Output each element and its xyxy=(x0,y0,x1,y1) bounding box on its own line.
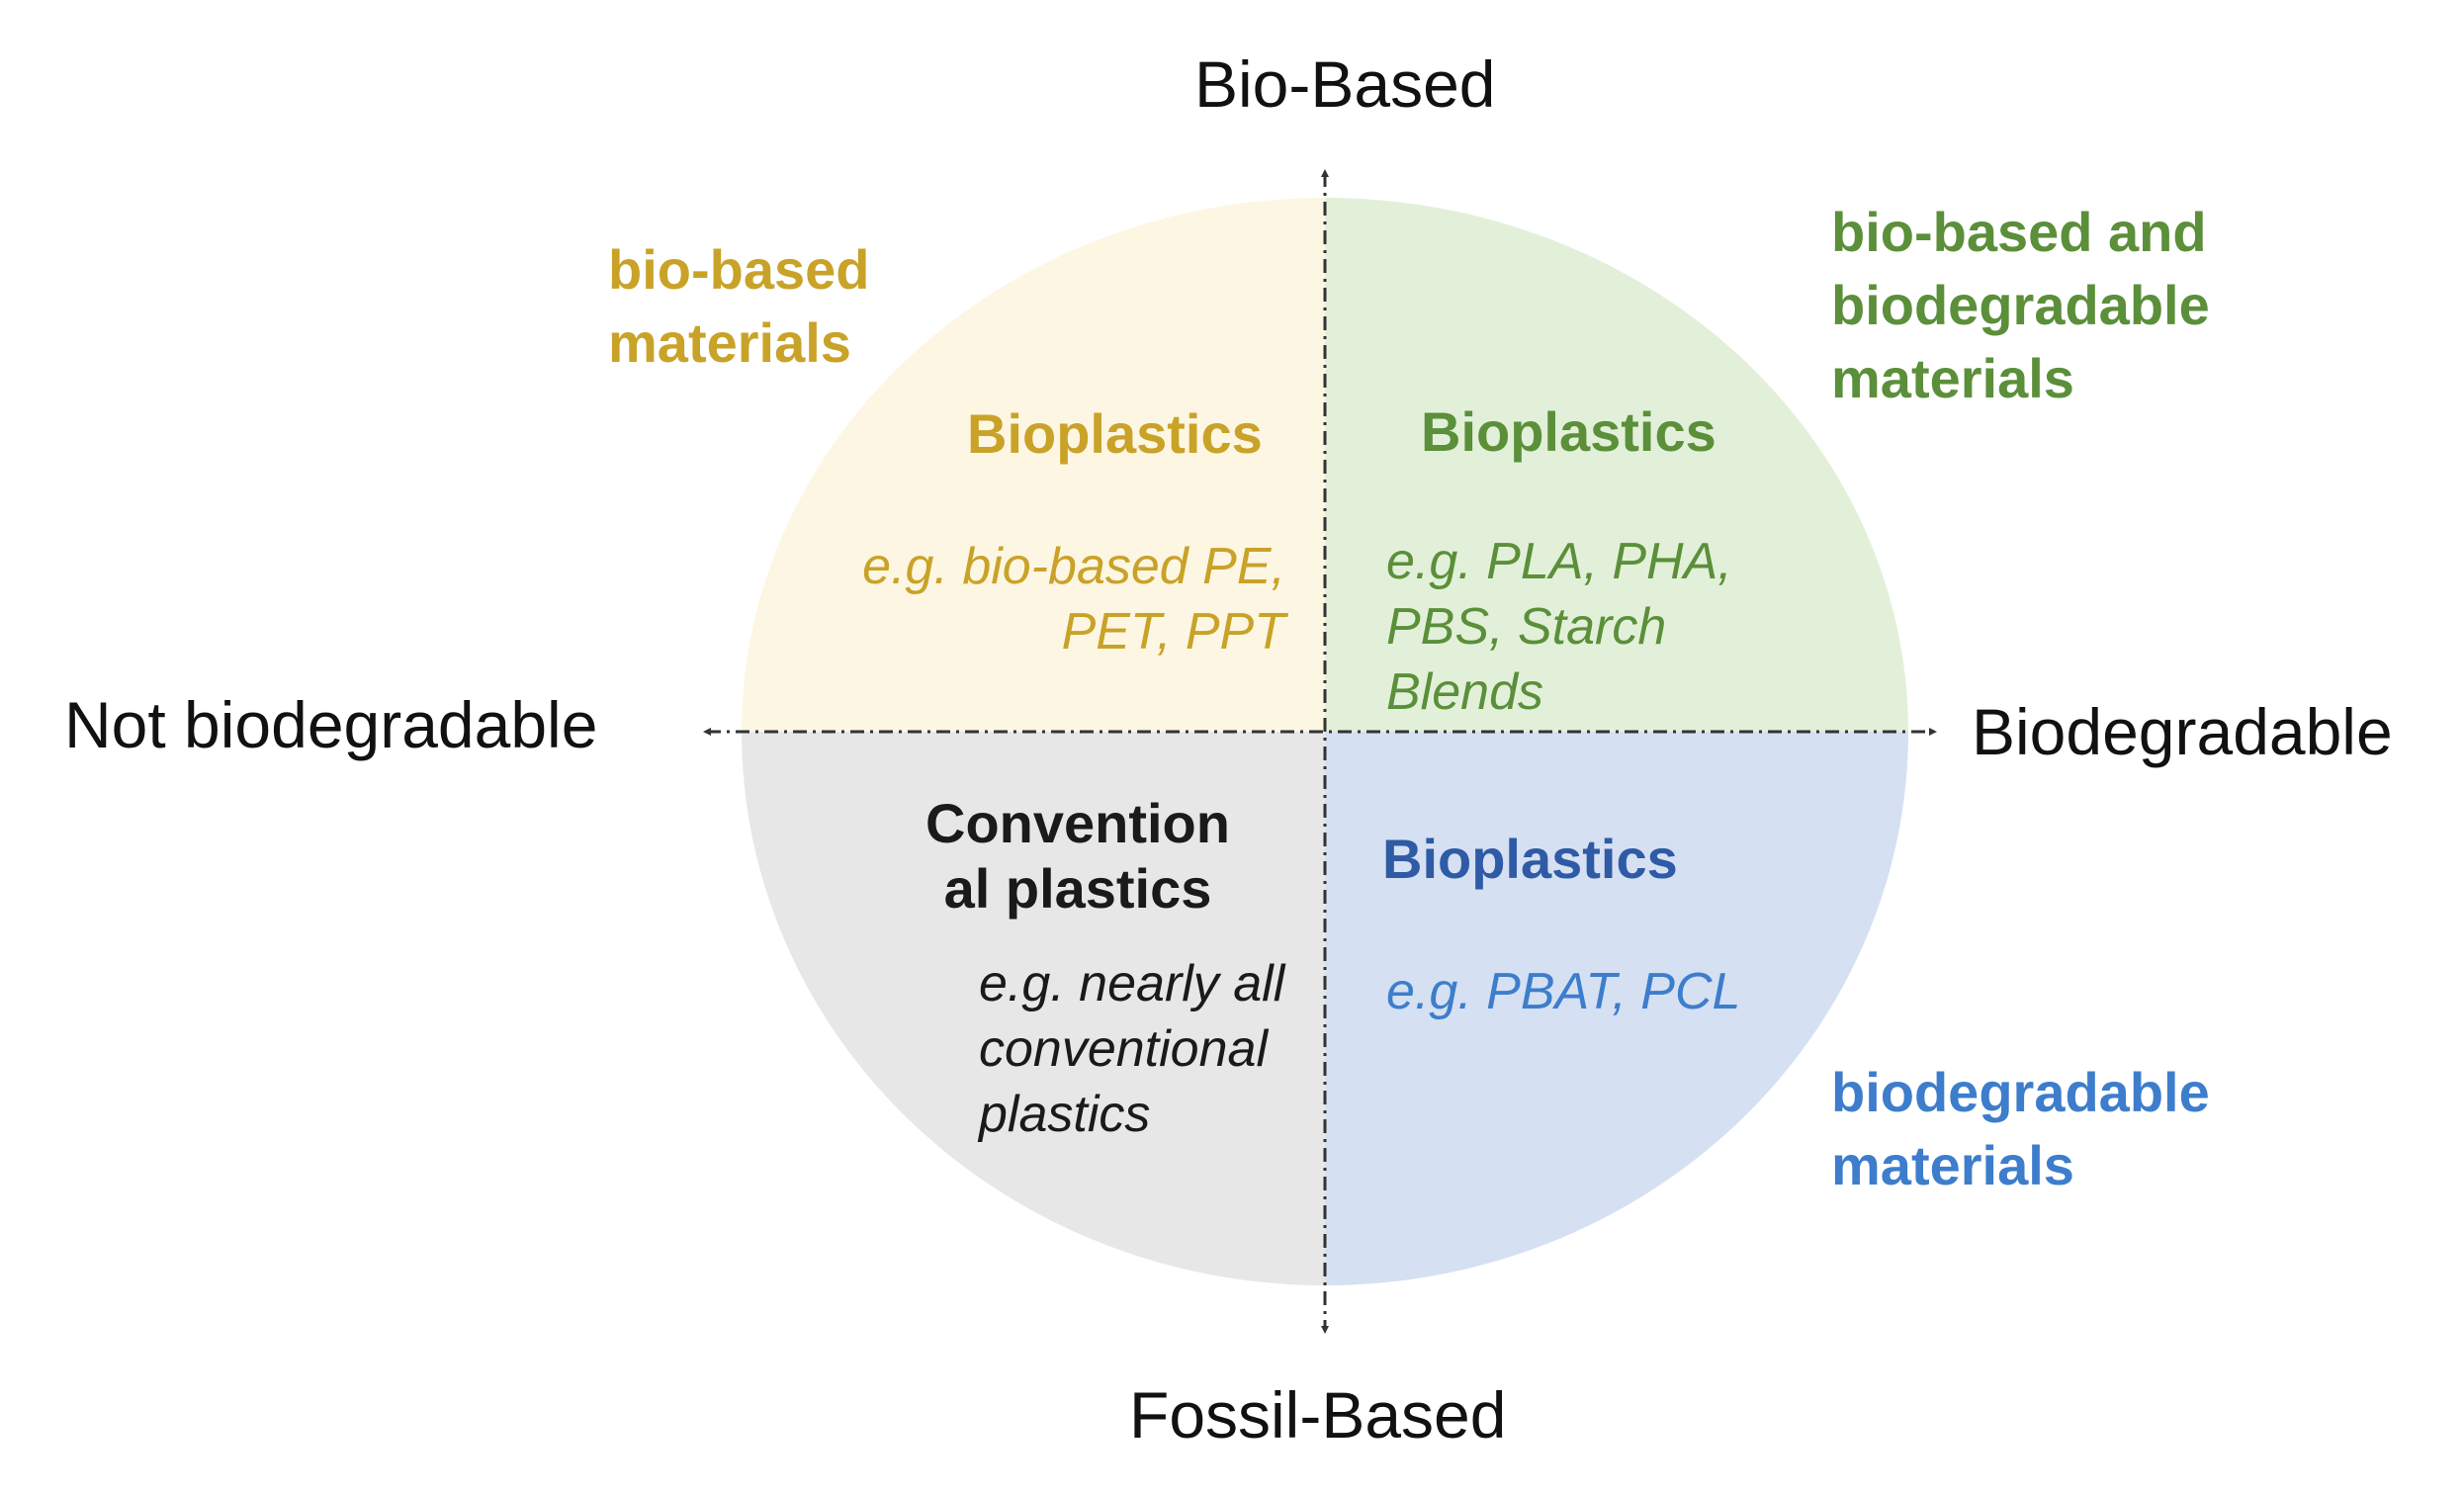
quadrant-top-left xyxy=(742,198,1325,732)
quadrant-bottom-left xyxy=(742,732,1325,1285)
corner-label-biodegradable-materials: biodegradable materials xyxy=(1831,1061,2210,1196)
quadrant-bottom-left-example: e.g. nearly all conventional plastics xyxy=(979,955,1285,1143)
axis-label-not-biodegradable: Not biodegradable xyxy=(64,688,598,761)
corner-label-bio-based-and-biodegradable-materials: bio-based and biodegradable materials xyxy=(1831,201,2210,409)
quadrant-bottom-right xyxy=(1325,732,1908,1285)
quadrant-top-right-title: Bioplastics xyxy=(1421,400,1716,463)
axis-label-biodegradable: Biodegradable xyxy=(1972,695,2393,768)
axis-label-fossil-based: Fossil-Based xyxy=(1129,1378,1507,1451)
quadrant-bottom-left-title: Convention al plastics xyxy=(925,792,1230,920)
axis-label-bio-based: Bio-Based xyxy=(1194,47,1496,121)
quadrant-top-left-title: Bioplastics xyxy=(967,402,1263,465)
quadrant-bottom-right-title: Bioplastics xyxy=(1382,828,1678,890)
quadrant-top-right xyxy=(1325,198,1908,732)
quadrant-top-right-example: e.g. PLA, PHA, PBS, Starch Blends xyxy=(1386,533,1732,721)
corner-label-bio-based-materials: bio-based materials xyxy=(608,238,870,374)
quadrant-bottom-right-example: e.g. PBAT, PCL xyxy=(1386,963,1741,1020)
quadrant-top-left-example: e.g. bio-based PE, PET, PPT xyxy=(862,538,1285,660)
